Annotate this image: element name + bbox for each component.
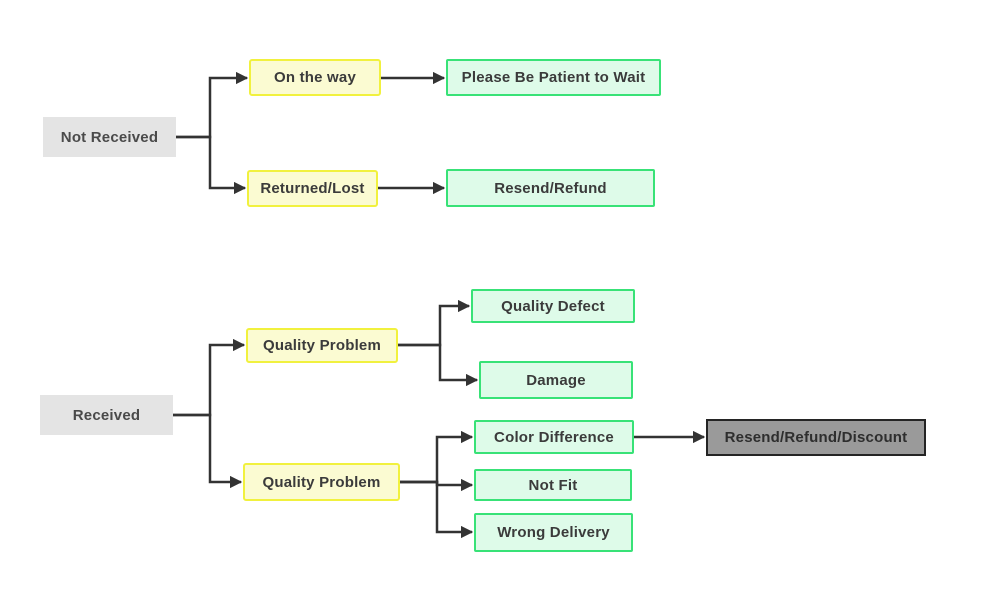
connector-not-received-returned-lost [176, 135, 247, 195]
node-please-be-patient-to-wait: Please Be Patient to Wait [446, 59, 661, 96]
node-quality-defect: Quality Defect [471, 289, 635, 323]
node-received: Received [40, 395, 173, 435]
node-wrong-delivery: Wrong Delivery [474, 513, 633, 552]
connector-received-quality-problem-1 [173, 338, 246, 417]
connector-quality-problem-1-damage [398, 343, 479, 387]
connector-quality-problem-2-color-difference [400, 430, 474, 484]
connector-received-quality-problem-2 [173, 413, 243, 489]
connector-quality-problem-1-quality-defect [398, 299, 471, 347]
node-resend-refund: Resend/Refund [446, 169, 655, 207]
node-quality-problem-lower: Quality Problem [243, 463, 400, 501]
node-quality-problem-upper: Quality Problem [246, 328, 398, 363]
node-resend-refund-discount: Resend/Refund/Discount [706, 419, 926, 456]
connector-not-received-on-the-way [176, 71, 249, 139]
node-color-difference: Color Difference [474, 420, 634, 454]
node-not-fit: Not Fit [474, 469, 632, 501]
connector-quality-problem-2-wrong-delivery [400, 480, 474, 539]
node-damage: Damage [479, 361, 633, 399]
node-on-the-way: On the way [249, 59, 381, 96]
node-not-received: Not Received [43, 117, 176, 157]
node-returned-lost: Returned/Lost [247, 170, 378, 207]
